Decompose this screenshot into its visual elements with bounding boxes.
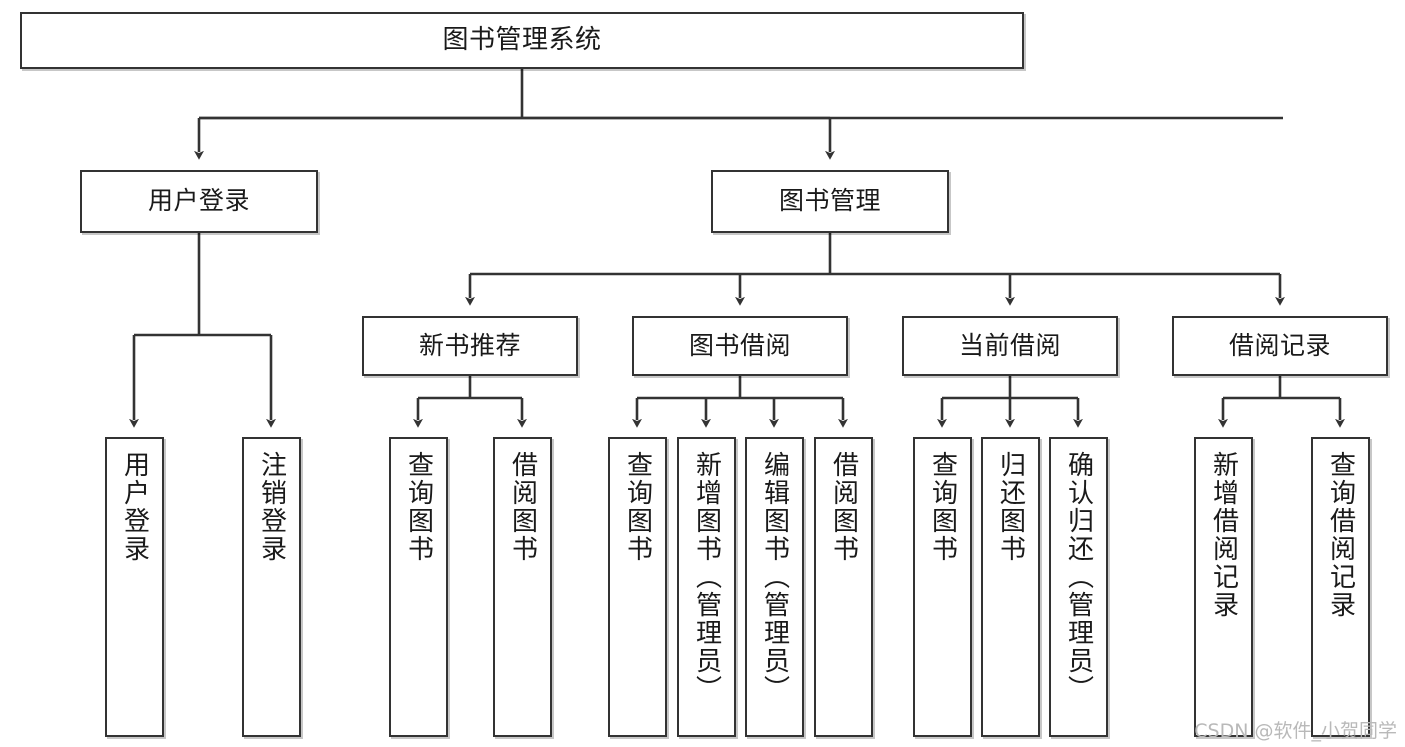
node-label: 借阅图书 <box>828 451 859 563</box>
leaf-borrow-book-recommend[interactable]: 借阅图书 <box>493 437 552 737</box>
node-root-system[interactable]: 图书管理系统 <box>20 12 1024 69</box>
leaf-add-book[interactable]: 新增图书（管理员） <box>677 437 736 737</box>
leaf-query-borrow-record[interactable]: 查询借阅记录 <box>1311 437 1370 737</box>
node-current-borrow[interactable]: 当前借阅 <box>902 316 1118 376</box>
node-label: 查询图书 <box>403 451 434 563</box>
node-book-borrow[interactable]: 图书借阅 <box>632 316 848 376</box>
node-new-book-recommend[interactable]: 新书推荐 <box>362 316 578 376</box>
node-label: 查询借阅记录 <box>1325 451 1356 619</box>
node-label: 用户登录 <box>119 451 150 563</box>
csdn-watermark: CSDN @软件_小贺同学 <box>1194 720 1397 742</box>
node-label: 归还图书 <box>995 451 1026 563</box>
node-label: 新书推荐 <box>418 330 521 360</box>
leaf-add-borrow-record[interactable]: 新增借阅记录 <box>1194 437 1253 737</box>
node-label: 图书管理 <box>778 186 881 216</box>
leaf-query-book-borrow[interactable]: 查询图书 <box>608 437 667 737</box>
node-label: 查询图书 <box>622 451 653 563</box>
leaf-user-login[interactable]: 用户登录 <box>105 437 164 737</box>
leaf-borrow-book[interactable]: 借阅图书 <box>814 437 873 737</box>
node-label: 借阅图书 <box>507 451 538 563</box>
leaf-edit-book[interactable]: 编辑图书（管理员） <box>745 437 804 737</box>
node-user-login[interactable]: 用户登录 <box>80 170 318 233</box>
node-label: 新增图书（管理员） <box>691 451 722 703</box>
node-label: 编辑图书（管理员） <box>759 451 790 703</box>
leaf-return-book[interactable]: 归还图书 <box>981 437 1040 737</box>
node-label: 注销登录 <box>256 451 287 563</box>
node-label: 确认归还（管理员） <box>1063 451 1094 703</box>
leaf-query-book-current[interactable]: 查询图书 <box>913 437 972 737</box>
node-borrow-record[interactable]: 借阅记录 <box>1172 316 1388 376</box>
leaf-logout[interactable]: 注销登录 <box>242 437 301 737</box>
node-label: 当前借阅 <box>958 330 1061 360</box>
node-book-management[interactable]: 图书管理 <box>711 170 949 233</box>
node-label: 查询图书 <box>927 451 958 563</box>
node-label: 借阅记录 <box>1228 330 1331 360</box>
node-label: 新增借阅记录 <box>1208 451 1239 619</box>
node-label: 图书借阅 <box>688 330 791 360</box>
node-label: 图书管理系统 <box>442 24 602 55</box>
leaf-query-book-recommend[interactable]: 查询图书 <box>389 437 448 737</box>
leaf-confirm-return[interactable]: 确认归还（管理员） <box>1049 437 1108 737</box>
node-label: 用户登录 <box>147 186 250 216</box>
